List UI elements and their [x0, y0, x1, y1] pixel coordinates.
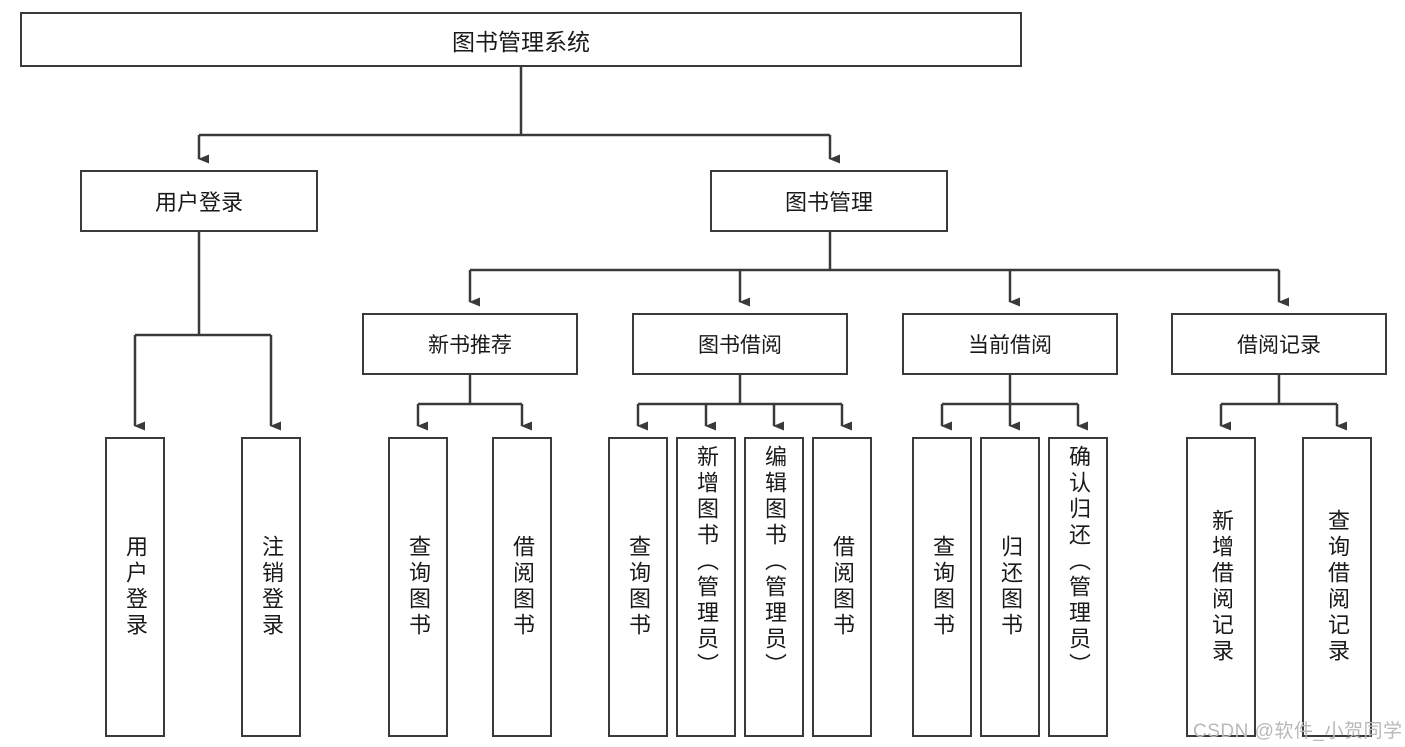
node-label: 借阅图书 [510, 535, 535, 639]
node-label: 查询借阅记录 [1325, 509, 1350, 665]
leaf-borrow-query-book[interactable]: 查询图书 [608, 437, 668, 737]
leaf-current-query-book[interactable]: 查询图书 [912, 437, 972, 737]
node-label: 编辑图书（管理员） [762, 445, 787, 679]
node-label: 查询图书 [930, 535, 955, 639]
node-new-book-recommend[interactable]: 新书推荐 [362, 313, 578, 375]
node-book-management[interactable]: 图书管理 [710, 170, 948, 232]
csdn-watermark: CSDN @软件_小贺同学 [1193, 721, 1403, 742]
node-label: 借阅记录 [1237, 334, 1321, 357]
node-label: 当前借阅 [968, 334, 1052, 357]
node-label: 借阅图书 [830, 535, 855, 639]
node-label: 注销登录 [259, 535, 284, 639]
node-user-login[interactable]: 用户登录 [80, 170, 318, 232]
node-label: 新书推荐 [428, 334, 512, 357]
leaf-recommend-query-book[interactable]: 查询图书 [388, 437, 448, 737]
leaf-current-confirm-return-admin[interactable]: 确认归还（管理员） [1048, 437, 1108, 737]
node-label: 图书管理 [784, 190, 873, 215]
leaf-borrow-edit-book-admin[interactable]: 编辑图书（管理员） [744, 437, 804, 737]
node-label: 用户登录 [123, 535, 148, 639]
leaf-record-query-borrow-record[interactable]: 查询借阅记录 [1302, 437, 1372, 737]
node-label: 用户登录 [154, 190, 243, 215]
node-label: 新增借阅记录 [1209, 509, 1234, 665]
node-root-book-management-system[interactable]: 图书管理系统 [20, 12, 1022, 67]
node-label: 确认归还（管理员） [1066, 445, 1091, 679]
node-label: 图书借阅 [698, 334, 782, 357]
node-label: 查询图书 [406, 535, 431, 639]
leaf-borrow-borrow-book[interactable]: 借阅图书 [812, 437, 872, 737]
leaf-user-login-signin[interactable]: 用户登录 [105, 437, 165, 737]
node-book-borrow[interactable]: 图书借阅 [632, 313, 848, 375]
leaf-current-return-book[interactable]: 归还图书 [980, 437, 1040, 737]
node-label: 新增图书（管理员） [694, 445, 719, 679]
leaf-recommend-borrow-book[interactable]: 借阅图书 [492, 437, 552, 737]
node-label: 图书管理系统 [452, 28, 590, 55]
node-label: 查询图书 [626, 535, 651, 639]
leaf-borrow-add-book-admin[interactable]: 新增图书（管理员） [676, 437, 736, 737]
leaf-user-login-signout[interactable]: 注销登录 [241, 437, 301, 737]
leaf-record-add-borrow-record[interactable]: 新增借阅记录 [1186, 437, 1256, 737]
node-label: 归还图书 [998, 535, 1023, 639]
node-current-borrow[interactable]: 当前借阅 [902, 313, 1118, 375]
node-borrow-record[interactable]: 借阅记录 [1171, 313, 1387, 375]
